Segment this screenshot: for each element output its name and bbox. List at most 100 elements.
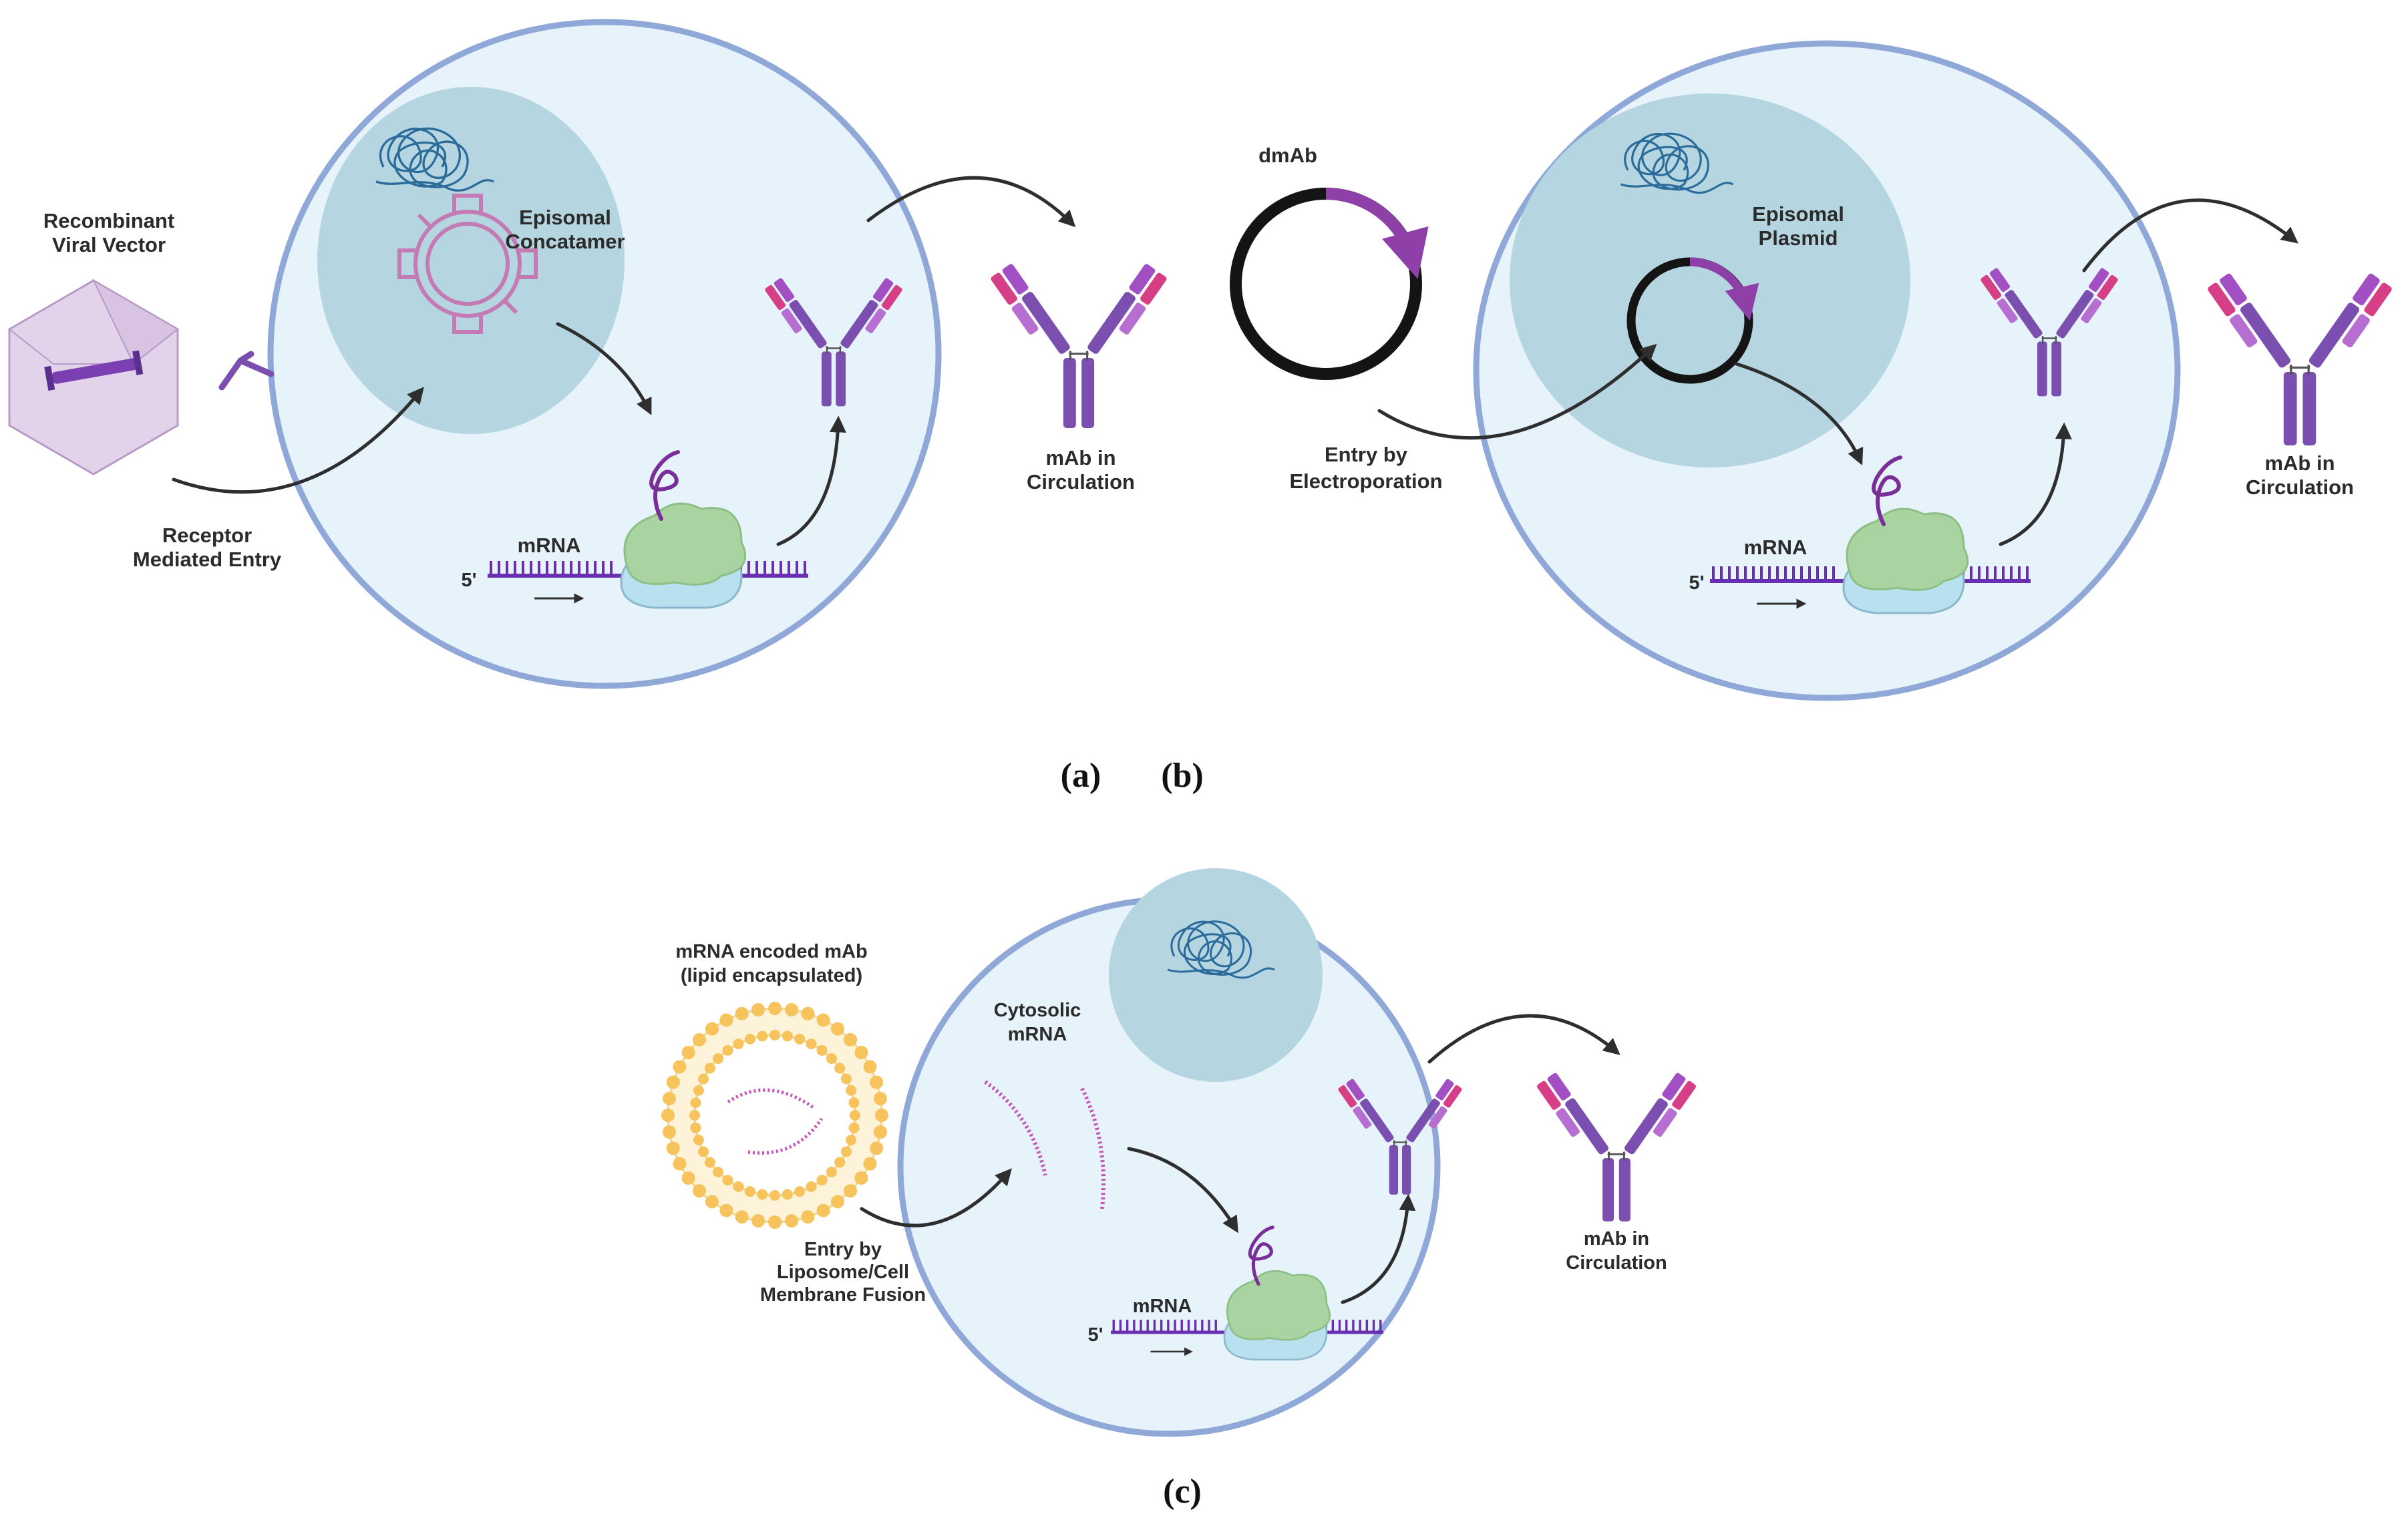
receptor-icon [218,351,275,391]
lipid-head [692,1032,706,1046]
caption-c: (c) [1163,1473,1202,1511]
lipid-head [733,1038,744,1050]
mrna-strand-icon [984,1080,1047,1176]
mrna-strand-icon [1080,1087,1105,1209]
lipid-head [870,1075,884,1089]
lipid-head [719,1203,733,1217]
panel-b: Episomal Plasmid dmAb Entry by Electropo… [1230,40,2395,701]
mrna-label-b: mRNA [1744,536,1808,559]
mrna-label-a: mRNA [518,534,581,557]
lipid-head [846,1085,857,1096]
plasmid-icon [1626,257,1759,384]
entry-label-b-2: Electroporation [1289,469,1442,493]
entry-arrow-b [1377,343,1657,440]
lipid-head [698,1146,709,1157]
lipid-head [705,1195,719,1209]
carrier-label-c-2: (lipid encapsulated) [681,965,862,986]
output-label-b-2: Circulation [2246,475,2354,499]
lipid-head [834,1063,846,1074]
plasmid-label-b: dmAb [1258,144,1317,167]
entry-arrow-c [860,1168,1012,1227]
lipid-head [874,1125,887,1139]
lipid-head [719,1013,733,1027]
viral-capsid-icon [8,278,179,475]
lipid-head [848,1122,860,1133]
nucleus-label-b-2: Plasmid [1759,226,1838,250]
lipid-head [713,1166,724,1177]
nucleus-a [317,87,625,434]
lipid-head [834,1157,846,1168]
lipid-head [840,1146,852,1157]
output-label-c-1: mAb in [1584,1228,1649,1250]
lipid-head [816,1203,830,1217]
antibody-icon [989,262,1169,429]
lipid-head [704,1157,715,1168]
lipid-head [744,1186,755,1197]
lipid-head [757,1189,768,1200]
five-prime-c: 5' [1087,1324,1103,1346]
carrier-label-c-1: mRNA encoded mAb [675,941,867,962]
lipid-head [785,1003,798,1016]
lipid-head [693,1135,704,1146]
lipid-head [666,1075,680,1089]
lipid-head [844,1184,858,1198]
lipid-head [681,1171,695,1185]
lipid-head [806,1181,817,1192]
lipid-head [854,1171,868,1185]
output-label-b-1: mAb in [2264,451,2335,475]
translation-arrow-a [776,415,846,546]
lipid-head [801,1006,815,1020]
lipid-head [816,1175,828,1186]
lipid-head [722,1175,733,1186]
entry-label-c-1: Entry by [804,1239,882,1260]
lipid-head [806,1038,817,1050]
liposome-icon [661,1002,888,1229]
lipid-head [831,1022,844,1036]
lipid-head [785,1214,798,1227]
antibody-icon [2205,271,2395,447]
cytosol-label-c-1: Cytosolic [994,1000,1081,1021]
lipid-head [661,1109,675,1122]
lipid-head [681,1046,695,1059]
lipid-head [840,1073,852,1085]
five-prime-b: 5' [1689,572,1704,594]
lipid-head [870,1141,884,1155]
vector-label-a-2: Viral Vector [52,233,166,256]
output-label-a-1: mAb in [1045,446,1115,469]
nucleus-label-a-2: Concatamer [505,230,625,253]
lipid-head [698,1073,709,1085]
entry-label-c-2: Liposome/Cell [777,1262,909,1283]
nucleus-b [1510,93,1910,467]
lipid-head [875,1109,888,1122]
concatamer-icon [397,194,538,334]
lipid-head [844,1032,858,1046]
lipid-head [690,1122,701,1133]
lipid-head [801,1210,815,1224]
entry-label-b-1: Entry by [1325,443,1408,466]
export-arrow-a [866,176,1076,228]
lipid-head [751,1003,765,1016]
lipid-head [690,1097,701,1109]
lipid-head [782,1030,793,1042]
lipid-head [757,1030,768,1042]
lipid-head [794,1033,806,1044]
plasmid-icon [1230,188,1429,380]
lipid-head [768,1002,782,1015]
lipid-head [692,1184,706,1198]
lipid-head [673,1157,687,1171]
caption-b: (b) [1161,757,1204,795]
lipid-head [794,1186,806,1197]
lipid-head [769,1190,780,1201]
lipid-head [782,1189,793,1200]
lipid-head [663,1092,676,1105]
lipid-head [744,1033,755,1044]
entry-label-c-3: Membrane Fusion [760,1284,926,1306]
lipid-head [826,1053,837,1065]
entry-label-a-1: Receptor [162,524,252,547]
lipid-head [722,1044,733,1056]
lipid-head [666,1141,680,1155]
lipid-head [689,1110,700,1121]
lipid-head [863,1157,877,1171]
translation-arrow-b [1999,422,2072,546]
